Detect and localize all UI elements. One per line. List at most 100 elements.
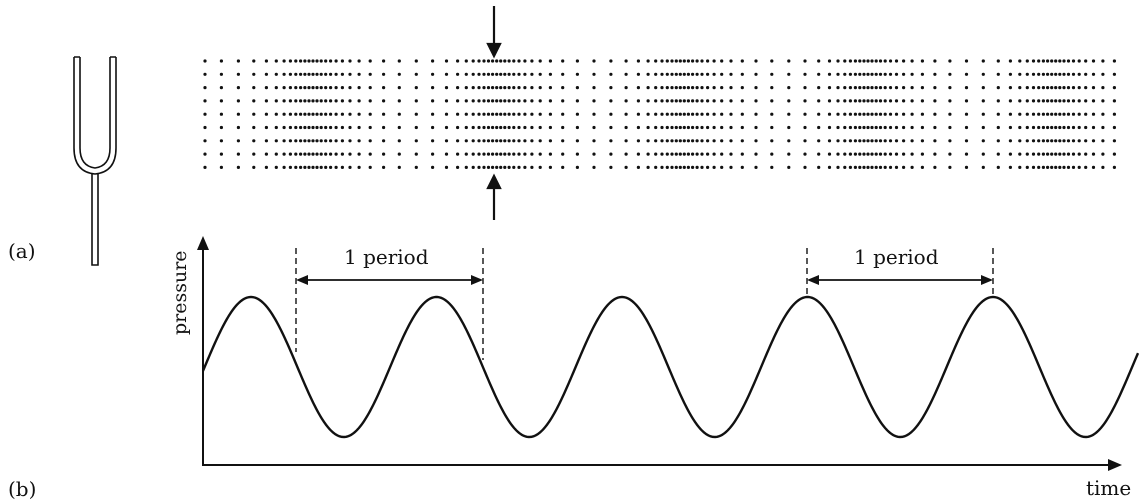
air-molecule-dot <box>414 86 418 90</box>
air-molecule-dot <box>477 125 481 130</box>
air-molecule-dot <box>340 86 344 90</box>
air-molecule-dot <box>883 99 887 103</box>
air-molecule-dot <box>981 112 985 116</box>
air-molecule-dot <box>981 125 985 130</box>
air-molecule-dot <box>874 99 878 103</box>
air-molecule-dot <box>1062 125 1066 130</box>
air-molecule-dot <box>324 99 328 103</box>
air-molecule-dot <box>609 139 613 143</box>
air-molecule-dot <box>219 99 223 103</box>
air-molecule-dot <box>836 86 840 90</box>
air-molecule-dot <box>686 139 691 143</box>
air-molecule-dot <box>674 59 678 63</box>
air-molecule-dot <box>307 99 311 103</box>
air-molecule-dot <box>770 125 774 130</box>
air-molecule-dot <box>843 152 847 156</box>
air-molecule-dot <box>883 59 887 63</box>
air-molecule-dot <box>512 59 516 63</box>
air-molecule-dot <box>219 112 223 116</box>
air-molecule-dot <box>870 139 874 143</box>
air-molecule-dot <box>523 72 527 76</box>
air-molecule-dot <box>836 139 840 143</box>
air-molecule-dot <box>203 99 207 103</box>
air-molecule-dot <box>920 72 925 76</box>
air-molecule-dot <box>700 139 704 143</box>
air-molecule-dot <box>264 165 268 169</box>
air-molecule-dot <box>682 139 686 143</box>
air-molecule-dot <box>646 125 650 130</box>
air-molecule-dot <box>1008 86 1013 90</box>
air-molecule-dot <box>530 72 534 76</box>
air-molecule-dot <box>624 99 628 103</box>
air-molecule-dot <box>1050 125 1054 130</box>
air-molecule-dot <box>444 125 449 130</box>
air-molecule-dot <box>700 86 704 90</box>
air-molecule-dot <box>491 152 495 156</box>
air-molecule-dot <box>670 99 674 103</box>
air-molecule-dot <box>319 72 323 76</box>
air-molecule-dot <box>414 139 418 143</box>
period-label-right: 1 period <box>854 245 939 269</box>
air-molecule-dot <box>495 72 499 76</box>
air-molecule-dot <box>1077 125 1081 130</box>
air-molecule-dot <box>414 72 418 76</box>
air-molecule-dot <box>495 86 499 90</box>
air-molecule-dot <box>471 112 475 116</box>
air-molecule-dot <box>203 59 207 63</box>
air-molecule-dot <box>695 152 699 156</box>
air-molecule-dot <box>1058 59 1062 63</box>
air-molecule-dot <box>329 125 333 130</box>
air-molecule-dot <box>311 165 315 169</box>
air-molecule-dot <box>495 165 499 169</box>
air-molecule-dot <box>444 59 449 63</box>
air-molecule-dot <box>382 139 386 143</box>
air-molecule-dot <box>264 112 268 116</box>
air-molecule-dot <box>870 99 874 103</box>
air-molecule-dot <box>678 112 682 116</box>
air-molecule-dot <box>1025 112 1029 116</box>
air-molecule-dot <box>654 86 658 90</box>
air-molecule-dot <box>477 112 481 116</box>
air-molecule-dot <box>482 152 486 156</box>
air-molecule-dot <box>397 59 401 63</box>
air-molecule-dot <box>203 165 207 169</box>
air-molecule-dot <box>654 59 658 63</box>
air-molecule-dot <box>414 99 418 103</box>
air-molecule-dot <box>282 165 286 169</box>
air-molecule-dot <box>817 99 821 103</box>
air-molecule-dot <box>561 152 565 156</box>
air-molecule-dot <box>888 99 893 103</box>
air-molecule-dot <box>1062 86 1066 90</box>
air-molecule-dot <box>706 86 710 90</box>
air-molecule-dot <box>575 152 580 156</box>
air-molecule-dot <box>236 112 240 116</box>
air-molecule-dot <box>456 125 460 130</box>
air-molecule-dot <box>729 86 733 90</box>
air-molecule-dot <box>827 165 832 169</box>
air-molecule-dot <box>357 112 361 116</box>
air-molecule-dot <box>397 72 401 76</box>
air-molecule-dot <box>1101 152 1105 156</box>
air-molecule-dot <box>444 86 449 90</box>
air-molecule-dot <box>878 152 883 156</box>
air-molecule-dot <box>682 59 686 63</box>
air-molecule-dot <box>843 112 847 116</box>
air-molecule-dot <box>754 112 758 116</box>
air-molecule-dot <box>996 152 1000 156</box>
air-molecule-dot <box>324 139 328 143</box>
air-molecule-dot <box>665 152 669 156</box>
air-molecule-dot <box>592 72 596 76</box>
air-molecule-dot <box>348 72 352 76</box>
air-molecule-dot <box>754 152 758 156</box>
air-molecule-dot <box>1037 112 1041 116</box>
air-molecule-dot <box>720 72 724 76</box>
air-molecule-dot <box>1091 99 1096 103</box>
air-molecule-dot <box>1008 99 1013 103</box>
air-molecule-dot <box>870 125 874 130</box>
air-molecule-dot <box>477 59 481 63</box>
air-molecule-dot <box>1031 125 1036 130</box>
air-molecule-dot <box>282 152 286 156</box>
air-molecule-dot <box>315 99 319 103</box>
air-molecule-dot <box>548 112 553 116</box>
air-molecule-dot <box>691 165 695 169</box>
